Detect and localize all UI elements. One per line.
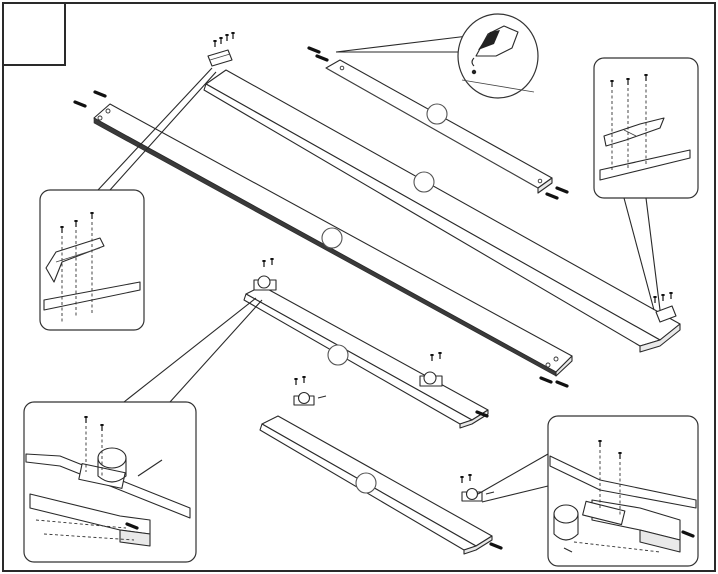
rail-end-bracket [652, 291, 677, 323]
caster-callout-right [477, 415, 699, 567]
caster-wheel-icon [25, 415, 191, 547]
long-rail [203, 31, 681, 353]
metal-bracket-icon [43, 211, 141, 322]
bottom-slat [259, 375, 503, 555]
step-number-box [2, 2, 66, 66]
middle-slat [243, 257, 489, 429]
part-label-circle-c [321, 227, 343, 249]
glue-bottle-icon [461, 25, 535, 93]
caster-top-left [253, 257, 277, 291]
part-label-circle-e [355, 472, 377, 494]
caster-bottom-upper [293, 375, 327, 406]
part-label-circle-b [413, 171, 435, 193]
part-label-circle-a [426, 103, 448, 125]
metal-bracket-icon [599, 73, 691, 181]
caster-mid-right [419, 351, 443, 387]
caster-bottom-lower [459, 473, 495, 502]
short-panel [307, 35, 569, 200]
bracket-callout-right [593, 57, 699, 311]
rail-top-bracket [207, 31, 236, 67]
glue-callout [457, 13, 539, 99]
part-label-circle-d [327, 344, 349, 366]
long-panel [73, 90, 573, 388]
caster-wheel-icon [549, 439, 697, 553]
bracket-callout-left [39, 67, 217, 331]
caster-callout-left [23, 297, 263, 563]
